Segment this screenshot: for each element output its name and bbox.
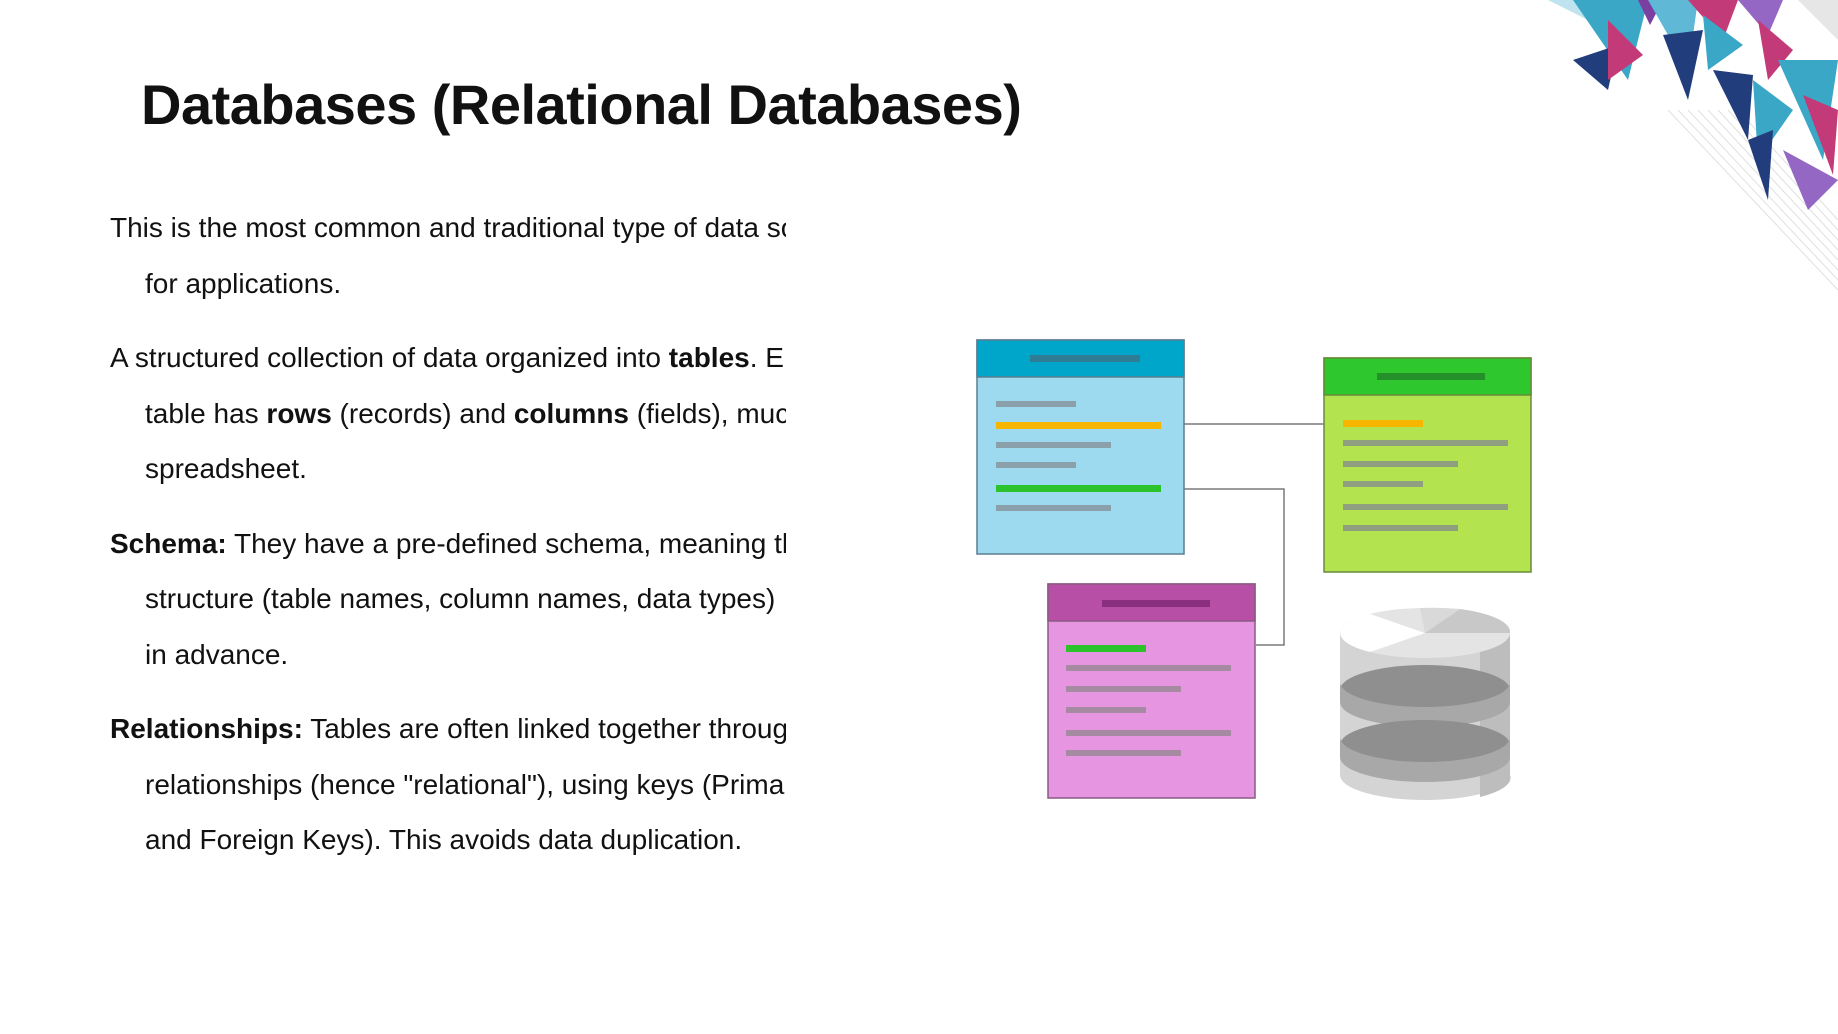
table-blue-icon — [976, 339, 1185, 555]
paragraph-schema: Schema: They have a pre-defined schema, … — [110, 516, 786, 683]
text-line: for applications. — [145, 267, 342, 299]
bold-label-relationships: Relationships: — [110, 713, 303, 744]
table-green-icon — [1323, 357, 1532, 573]
database-cylinder-icon — [1340, 607, 1511, 800]
text-line: and Foreign Keys). This avoids data dupl… — [145, 824, 743, 855]
paragraph-relationships: Relationships: Tables are often linked t… — [110, 701, 786, 868]
bold-term-rows: rows — [266, 397, 332, 429]
text-span: Tables are often linked together througl — [302, 713, 786, 744]
text-line: Relationships: Tables are often linked t… — [110, 701, 786, 757]
bold-label-schema: Schema: — [110, 527, 227, 559]
text-line: relationships (hence "relational"), usin… — [145, 768, 785, 800]
text-span: (records) and — [331, 397, 514, 429]
text-line: This is the most common and traditional … — [110, 212, 786, 243]
text-span: (fields), much — [636, 397, 786, 429]
body-text: This is the most common and traditional … — [110, 200, 786, 887]
text-line: Schema: They have a pre-defined schema, … — [110, 516, 786, 572]
paragraph-structured-collection: A structured collection of data organize… — [110, 330, 786, 497]
table-pink-icon — [1047, 583, 1256, 799]
text-line: structure (table names, column names, da… — [145, 583, 776, 614]
bold-term-tables: tables — [668, 342, 750, 373]
text-line: spreadsheet. — [145, 453, 307, 484]
text-span: . E — [749, 342, 784, 373]
relational-tables-illustration-icon — [976, 339, 1532, 800]
text-line: A structured collection of data organize… — [110, 330, 786, 386]
slide-title: Databases (Relational Databases) — [141, 73, 1022, 136]
text-line: table has rows (records) and columns (fi… — [110, 386, 786, 442]
text-span: A structured collection of data organize… — [110, 342, 669, 373]
text-span: table has — [145, 397, 267, 429]
text-span: They have a pre-defined schema, meaning … — [226, 527, 786, 559]
bold-term-columns: columns — [513, 397, 629, 429]
text-line: in advance. — [145, 638, 289, 670]
paragraph-common-type: This is the most common and traditional … — [110, 200, 786, 311]
corner-decoration-icon — [1548, 0, 1838, 291]
